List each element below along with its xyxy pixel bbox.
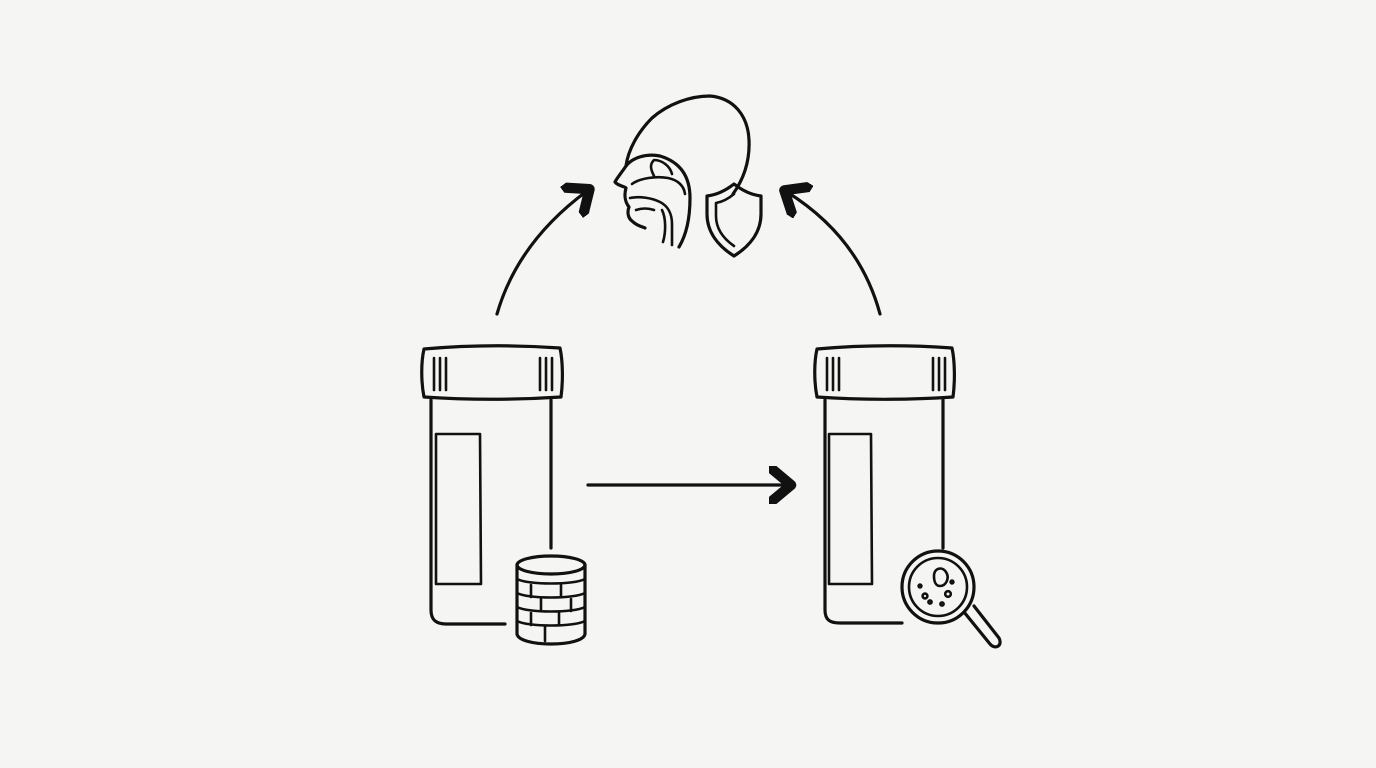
arrow-right-bottle-to-head	[787, 192, 882, 316]
coin-stack-icon	[515, 554, 587, 646]
ink-layer	[420, 94, 1002, 649]
shield-icon	[705, 182, 763, 258]
pill-bottle-icon	[813, 344, 956, 625]
arrow-left-bottle-to-head	[495, 191, 587, 316]
magnifier-icon	[900, 549, 1002, 649]
head-airway-icon	[613, 94, 751, 249]
pill-bottle-icon	[420, 344, 564, 626]
